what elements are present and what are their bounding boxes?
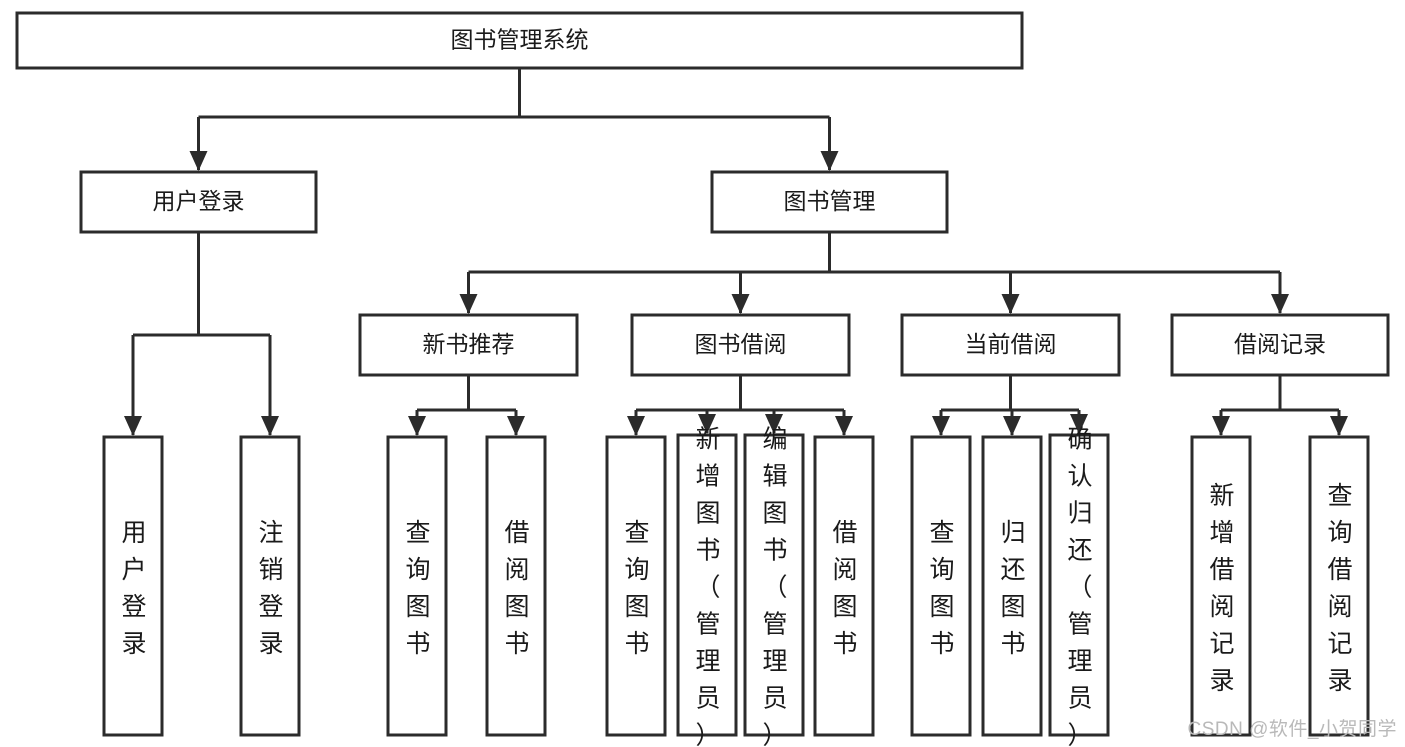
arrow-head-icon <box>1001 294 1020 314</box>
node-label: 当前借阅 <box>965 331 1057 357</box>
node-label: 借阅图书 <box>832 519 857 658</box>
arrow-head-icon <box>932 416 950 436</box>
arrow-head-icon <box>1212 416 1230 436</box>
leaf-node-4[interactable]: 查询图书 <box>605 435 667 737</box>
node-label: 新增借阅记录 <box>1209 482 1234 695</box>
leaf-node-5[interactable]: 新增图书（管理员） <box>676 425 738 747</box>
leaf-node-6[interactable]: 编辑图书（管理员） <box>743 425 805 747</box>
node-label: 确认归还（管理员） <box>1067 425 1092 747</box>
arrow-head-icon <box>189 151 208 171</box>
arrow-head-icon <box>1003 416 1021 436</box>
arrow-head-icon <box>627 416 645 436</box>
node-label: 新书推荐 <box>423 331 515 357</box>
node-label: 图书管理 <box>784 188 876 214</box>
level3-node-0[interactable]: 新书推荐 <box>358 313 579 377</box>
level3-node-3[interactable]: 借阅记录 <box>1170 313 1390 377</box>
node-label: 借阅记录 <box>1234 331 1326 357</box>
connector-layer <box>124 68 1348 436</box>
level3-node-2[interactable]: 当前借阅 <box>900 313 1121 377</box>
arrow-head-icon <box>731 294 750 314</box>
arrow-head-icon <box>698 414 716 434</box>
leaf-node-7[interactable]: 借阅图书 <box>813 435 875 737</box>
node-label: 查询图书 <box>405 519 430 658</box>
arrow-head-icon <box>1330 416 1348 436</box>
node-label: 图书借阅 <box>695 331 787 357</box>
node-label: 查询借阅记录 <box>1327 482 1352 695</box>
leaf-node-1[interactable]: 注销登录 <box>239 435 301 737</box>
node-label: 查询图书 <box>929 519 954 658</box>
leaf-node-11[interactable]: 新增借阅记录 <box>1190 435 1252 737</box>
leaf-node-3[interactable]: 借阅图书 <box>485 435 547 737</box>
leaf-node-9[interactable]: 归还图书 <box>981 435 1043 737</box>
arrow-head-icon <box>459 294 478 314</box>
node-layer: 图书管理系统用户登录图书管理新书推荐图书借阅当前借阅借阅记录用户登录注销登录查询… <box>15 11 1390 747</box>
arrow-head-icon <box>1070 414 1088 434</box>
level2-node-1[interactable]: 图书管理 <box>710 170 949 234</box>
node-label: 图书管理系统 <box>451 27 589 53</box>
arrow-head-icon <box>820 151 839 171</box>
arrow-head-icon <box>835 416 853 436</box>
node-label: 用户登录 <box>153 188 245 214</box>
arrow-head-icon <box>408 416 426 436</box>
root-node-图书管理系统[interactable]: 图书管理系统 <box>15 11 1024 70</box>
level2-node-0[interactable]: 用户登录 <box>79 170 318 234</box>
leaf-node-2[interactable]: 查询图书 <box>386 435 448 737</box>
leaf-node-8[interactable]: 查询图书 <box>910 435 972 737</box>
node-label: 新增图书（管理员） <box>695 425 720 747</box>
node-label: 用户登录 <box>121 519 146 658</box>
node-label: 借阅图书 <box>504 519 529 658</box>
leaf-node-0[interactable]: 用户登录 <box>102 435 164 737</box>
arrow-head-icon <box>261 416 279 436</box>
node-label: 注销登录 <box>258 519 283 658</box>
node-label: 查询图书 <box>624 519 649 658</box>
node-label: 编辑图书（管理员） <box>762 425 787 747</box>
arrow-head-icon <box>507 416 525 436</box>
arrow-head-icon <box>124 416 142 436</box>
leaf-node-12[interactable]: 查询借阅记录 <box>1308 435 1370 737</box>
arrow-head-icon <box>765 414 783 434</box>
node-label: 归还图书 <box>1000 519 1025 658</box>
arrow-head-icon <box>1271 294 1289 314</box>
leaf-node-10[interactable]: 确认归还（管理员） <box>1048 425 1110 747</box>
level3-node-1[interactable]: 图书借阅 <box>630 313 851 377</box>
